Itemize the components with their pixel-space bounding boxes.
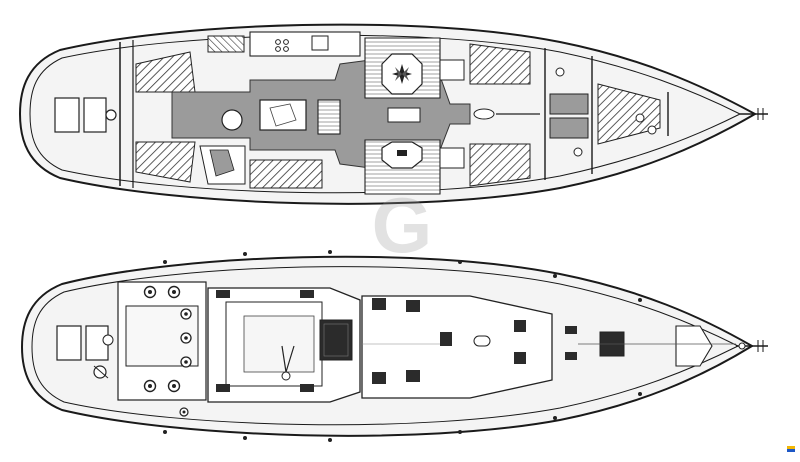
fwd-head-port [549, 93, 589, 115]
chart-table-icon [259, 99, 307, 131]
mast-step-icon [473, 335, 491, 347]
stove-icon [275, 39, 289, 52]
cockpit-clutch-1 [216, 290, 230, 298]
foredeck-vent-1 [565, 326, 577, 334]
interior-hull-inner-line [29, 34, 742, 194]
stanchion-10 [458, 430, 462, 434]
interior-layout-plan [18, 23, 768, 205]
fwd-head-toilet-port [555, 67, 565, 77]
stanchions [163, 250, 642, 442]
foredeck-vent-2 [565, 352, 577, 360]
aft-helm-wheel-icon [105, 109, 117, 121]
cockpit-hatch-dark [319, 319, 353, 361]
fwd-head-stbd [549, 117, 589, 139]
aft-locker-port [54, 97, 80, 133]
helmsman-aft-icon [93, 365, 109, 379]
hatch-icon [372, 298, 526, 384]
coachroof [361, 295, 553, 399]
corner-flag-bottom [787, 449, 795, 452]
stanchion-9 [328, 438, 332, 442]
saloon-dinette-lower [364, 139, 441, 195]
chart-table-drawing [269, 103, 297, 127]
bow-roller [738, 342, 746, 350]
forepeak-fitting-1 [635, 113, 645, 123]
aft-head-basin [209, 149, 235, 177]
stanchion-3 [328, 250, 332, 254]
cockpit-clutch-3 [216, 384, 230, 392]
stanchion-8 [243, 436, 247, 440]
table-icon [397, 150, 407, 156]
fwd-locker-stbd [439, 147, 465, 169]
fwd-locker-port [439, 59, 465, 81]
galley-locker [207, 35, 245, 53]
cockpit-table-icon [243, 315, 315, 373]
forepeak-berth [597, 83, 661, 145]
compass-rose-icon [392, 64, 412, 84]
fwd-cabin-port-berth [469, 43, 531, 85]
anchor-locker [675, 325, 713, 367]
aft-cabin-stbd-berth [135, 141, 196, 183]
deck-toerail [31, 266, 740, 426]
stanchion-5 [553, 274, 557, 278]
fwd-head-toilet-stbd [573, 147, 583, 157]
stanchion-2 [243, 252, 247, 256]
stanchion-7 [163, 430, 167, 434]
stanchion-6 [638, 298, 642, 302]
aft-locker-stbd [83, 97, 107, 133]
deck-layout-plan [20, 250, 768, 442]
saloon-dinette-upper [364, 37, 441, 99]
stanchion-11 [553, 416, 557, 420]
stanchion-4 [458, 260, 462, 264]
saloon-centre-table [387, 107, 421, 123]
corner-flag-top [787, 446, 795, 449]
cockpit-clutch-2 [300, 290, 314, 298]
deck-transom-step-port [56, 325, 82, 361]
cockpit-clutch-4 [300, 384, 314, 392]
deck-aft-fitting [102, 334, 114, 346]
forepeak-fitting-2 [647, 125, 657, 135]
helmsman-icon [281, 345, 295, 381]
stanchion-12 [638, 392, 642, 396]
galley-counter [249, 31, 361, 57]
stanchion-1 [163, 260, 167, 264]
cockpit-hatch-frame [323, 323, 349, 357]
aft-cabin-amid-berth [249, 159, 323, 189]
corner-flag-icon [787, 446, 795, 452]
sink-icon [311, 35, 329, 51]
companionway-steps [317, 99, 341, 135]
winch-icon [143, 285, 192, 417]
watermark-logo: G [371, 181, 433, 269]
fwd-cabin-stbd-berth [469, 143, 531, 187]
nav-seat-icon [221, 109, 243, 131]
fwd-head-basin [473, 108, 495, 120]
